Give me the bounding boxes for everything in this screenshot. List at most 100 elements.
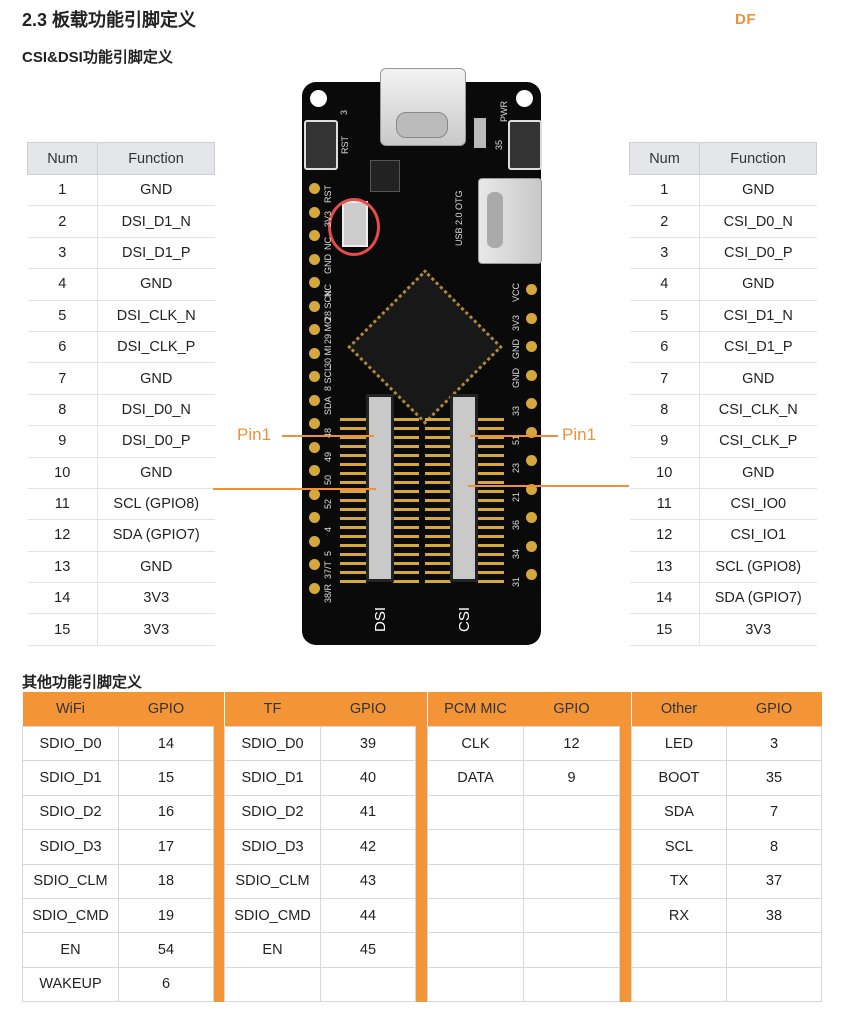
function-name: SDIO_D3 — [224, 829, 321, 865]
header-pin-icon — [526, 284, 537, 295]
left-pin-label: 52 — [323, 498, 333, 509]
csi-pin-function: GND — [699, 362, 817, 395]
function-name — [427, 829, 524, 865]
right-pin-label: 31 — [511, 576, 521, 587]
function-row — [427, 863, 620, 899]
function-name: SDIO_D3 — [22, 829, 119, 865]
function-gpio: 19 — [118, 897, 214, 934]
dsi-pin-number: 14 — [27, 582, 98, 615]
csi-pin-function: CSI_IO0 — [699, 487, 817, 521]
function-name: SDIO_D2 — [224, 794, 321, 831]
left-pin-label: RST — [323, 185, 333, 203]
dsi-pin-number: 6 — [27, 330, 98, 364]
pcm-mic-gpio-header: GPIO — [523, 692, 620, 727]
csi-pin-number: 15 — [629, 613, 700, 646]
function-gpio: 39 — [320, 725, 416, 762]
dsi-pin-number: 4 — [27, 268, 98, 301]
function-gpio: 16 — [118, 794, 214, 831]
header-pin-icon — [526, 398, 537, 409]
csi-pin-number: 11 — [629, 487, 700, 521]
csi-pin-function: CSI_CLK_P — [699, 425, 817, 458]
csi-pin-function: CSI_D0_P — [699, 236, 817, 270]
function-name: EN — [224, 932, 321, 968]
table-separator — [620, 692, 631, 1002]
function-gpio — [523, 794, 620, 831]
function-name: SDIO_D0 — [224, 725, 321, 762]
tf-gpio-header: GPIO — [320, 692, 416, 727]
function-name: RX — [631, 897, 727, 934]
dsi-table-connector-line — [213, 488, 376, 490]
function-gpio — [726, 932, 822, 968]
header-pin-icon — [309, 206, 320, 218]
header-pin-icon — [309, 324, 320, 335]
csi-pin-number: 2 — [629, 205, 700, 238]
pin1-label-right: Pin1 — [562, 425, 597, 444]
function-gpio — [523, 897, 620, 934]
left-pin-label: SDA — [323, 395, 333, 415]
dsi-pin-function: DSI_CLK_P — [97, 330, 215, 364]
header-pin-icon — [526, 512, 537, 523]
left-pin-label: GND — [323, 253, 333, 274]
function-name — [427, 966, 524, 1003]
function-gpio: 3 — [726, 725, 822, 762]
board-label-35: 35 — [494, 139, 504, 150]
function-row — [427, 829, 620, 865]
header-pin-icon — [526, 369, 537, 381]
header-pin-icon — [526, 312, 537, 324]
function-name: SDA — [631, 794, 727, 831]
dsi-header-function: Function — [97, 142, 215, 175]
dsi-pin-function: DSI_D1_N — [97, 205, 215, 238]
csi-pin-function: SCL (GPIO8) — [699, 550, 817, 584]
left-pin-label: 30 MI — [323, 344, 333, 368]
brand-logo: DF — [735, 11, 756, 28]
csi-pin-function: GND — [699, 173, 817, 207]
function-name: SDIO_CLM — [224, 863, 321, 899]
csi-pin-number: 1 — [629, 173, 700, 207]
header-pin-icon — [309, 441, 320, 453]
csi-pin-number: 10 — [629, 456, 700, 489]
function-gpio: 44 — [320, 897, 416, 934]
csi-pin-number: 4 — [629, 268, 700, 301]
dsi-pin-function: SDA (GPIO7) — [97, 519, 215, 552]
dsi-pin-number: 8 — [27, 393, 98, 427]
function-name: WAKEUP — [22, 966, 119, 1003]
dsi-pin-function: GND — [97, 362, 215, 395]
dsi-pin-function: SCL (GPIO8) — [97, 487, 215, 521]
rst-button-icon — [304, 120, 338, 170]
function-gpio — [726, 966, 822, 1003]
function-row — [427, 966, 620, 1003]
dsi-pin-function: DSI_D1_P — [97, 236, 215, 270]
dsi-pin-number: 1 — [27, 173, 98, 207]
left-pin-label: 28 SCK — [323, 289, 333, 321]
header-pin-icon — [309, 488, 320, 500]
right-pin-label: VCC — [511, 282, 521, 302]
dsi-pin-function: GND — [97, 268, 215, 301]
board-label-rst: RST — [340, 136, 350, 154]
other-header: Other — [631, 692, 727, 727]
function-gpio: 45 — [320, 932, 416, 968]
dsi-pin-function: GND — [97, 550, 215, 584]
